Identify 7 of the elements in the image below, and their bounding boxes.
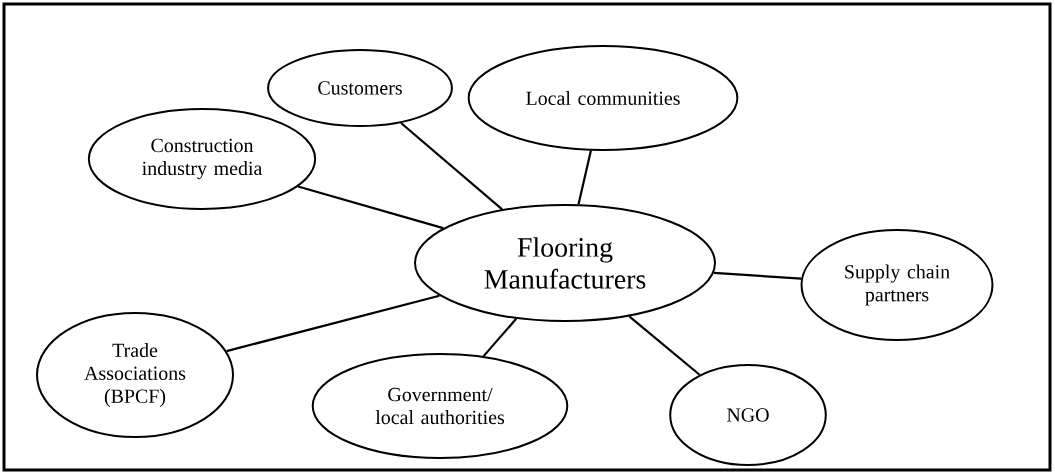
connector-line xyxy=(297,185,444,230)
connector-line xyxy=(400,122,503,211)
connector-line xyxy=(226,294,440,353)
connector-line xyxy=(713,271,802,280)
connector-line xyxy=(628,315,701,376)
connector-line xyxy=(577,150,592,205)
connector-line xyxy=(482,318,518,357)
